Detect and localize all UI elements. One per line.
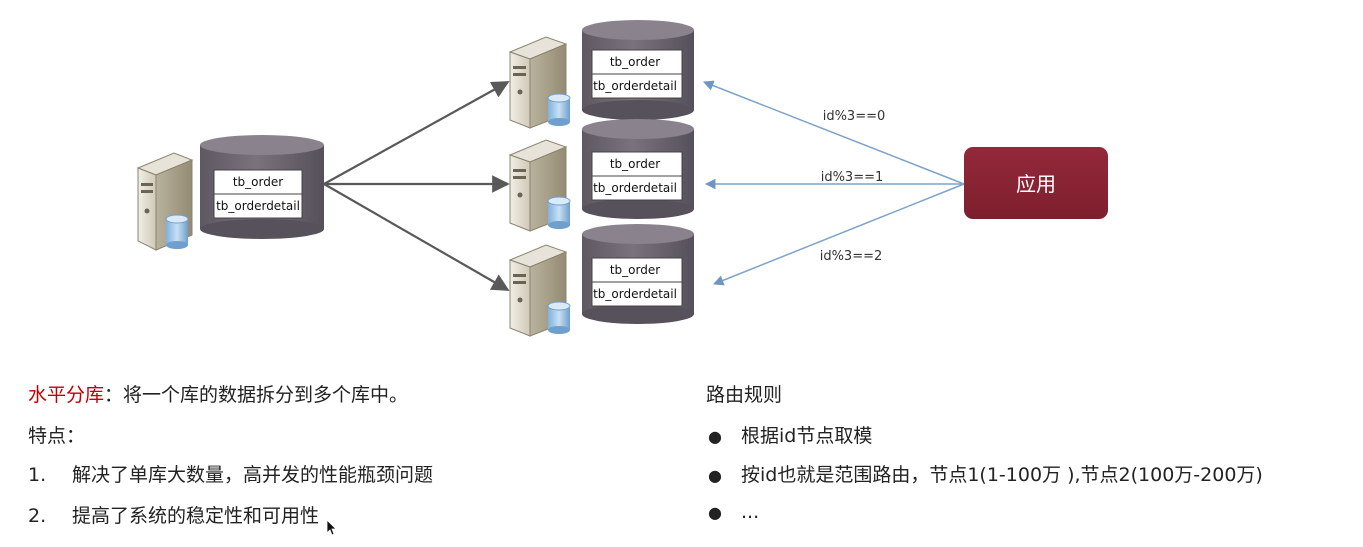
feature-number: 1. xyxy=(28,464,47,486)
table-label: tb_order xyxy=(610,55,660,69)
feature-item: 2. 提高了系统的稳定性和可用性 xyxy=(28,501,319,528)
bullet-icon: ● xyxy=(708,427,722,446)
bullet-icon: ● xyxy=(708,466,722,485)
route-arrow-2 xyxy=(713,183,965,286)
rule-text: ... xyxy=(741,501,760,523)
app-label: 应用 xyxy=(1016,172,1056,196)
db-cylinder: tb_order tb_orderdetail xyxy=(582,20,694,120)
db-mini-icon xyxy=(547,301,571,334)
table-label: tb_order xyxy=(610,263,660,277)
route-arrow-0 xyxy=(703,80,965,185)
table-label: tb_order xyxy=(610,157,660,171)
route-label-0: id%3==0 xyxy=(823,109,886,124)
app-node: 应用 xyxy=(964,147,1108,219)
split-arrow-shard-1 xyxy=(323,81,510,185)
rules-title: 路由规则 xyxy=(706,384,783,406)
split-arrows xyxy=(323,81,510,291)
table-label: tb_order xyxy=(233,175,283,189)
rule-text: 按id也就是范围路由，节点1(1-100万 ),节点2(100万-200万) xyxy=(741,464,1263,486)
db-mini-icon xyxy=(165,214,189,249)
rule-item: ● 根据id节点取模 xyxy=(708,421,872,448)
table-label: tb_orderdetail xyxy=(593,287,677,301)
split-arrow-shard-3 xyxy=(323,183,510,291)
rule-text: 根据id节点取模 xyxy=(741,425,873,447)
db-cylinder: tb_order tb_orderdetail xyxy=(582,119,694,219)
feature-text: 提高了系统的稳定性和可用性 xyxy=(72,505,320,527)
intro-description: ：将一个库的数据拆分到多个库中。 xyxy=(104,384,409,406)
route-label-2: id%3==2 xyxy=(820,249,883,264)
feature-number: 2. xyxy=(28,505,47,527)
db-cylinder: tb_order tb_orderdetail xyxy=(200,135,324,239)
intro-line: 水平分库：将一个库的数据拆分到多个库中。 xyxy=(28,380,408,407)
table-label: tb_orderdetail xyxy=(593,79,677,93)
intro-keyword: 水平分库 xyxy=(28,384,105,406)
db-mini-icon xyxy=(547,196,571,229)
source-db-node: tb_order tb_orderdetail xyxy=(136,135,324,251)
bullet-icon: ● xyxy=(708,503,722,522)
features-title: 特点： xyxy=(28,425,86,447)
shard-db-node-2: tb_order tb_orderdetail xyxy=(508,119,694,232)
mouse-cursor-icon xyxy=(327,520,337,536)
shard-db-node-3: tb_order tb_orderdetail xyxy=(508,224,694,337)
route-label-1: id%3==1 xyxy=(821,170,884,185)
db-mini-icon xyxy=(547,93,571,126)
feature-item: 1. 解决了单库大数量，高并发的性能瓶颈问题 xyxy=(28,460,433,487)
feature-text: 解决了单库大数量，高并发的性能瓶颈问题 xyxy=(72,464,434,486)
shard-db-node-1: tb_order tb_orderdetail xyxy=(508,20,694,129)
rule-item: ● 按id也就是范围路由，节点1(1-100万 ),节点2(100万-200万) xyxy=(708,460,1263,487)
route-arrows xyxy=(703,80,965,286)
rule-item: ●... xyxy=(708,501,759,523)
db-cylinder: tb_order tb_orderdetail xyxy=(582,224,694,324)
table-label: tb_orderdetail xyxy=(216,199,300,213)
table-label: tb_orderdetail xyxy=(593,181,677,195)
